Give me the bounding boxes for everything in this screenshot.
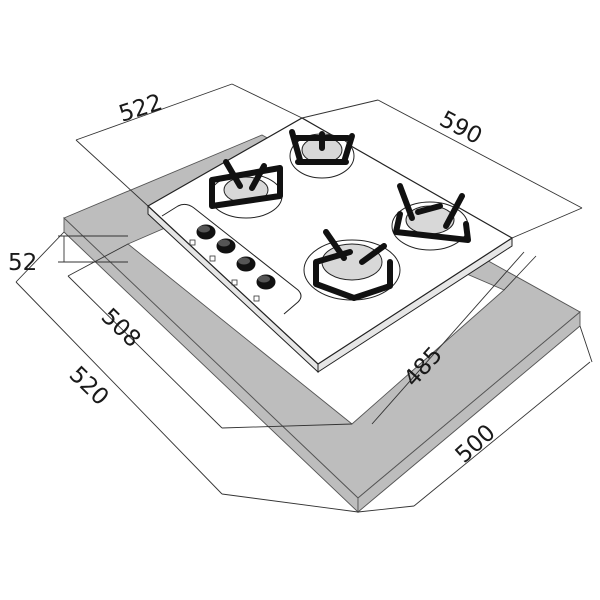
countertop bbox=[63, 134, 581, 514]
knob-4 bbox=[253, 274, 276, 302]
knob-1 bbox=[189, 224, 216, 246]
burner-front-left bbox=[209, 159, 283, 219]
control-panel-outline bbox=[161, 203, 302, 315]
knob-2 bbox=[209, 238, 236, 262]
knob-3 bbox=[231, 256, 256, 286]
dimension-lines bbox=[15, 83, 593, 513]
burner-rear-left bbox=[289, 129, 355, 179]
dim-label-52: 52 bbox=[8, 250, 37, 276]
burner-front-right bbox=[303, 229, 401, 301]
dim-label-520: 520 bbox=[64, 362, 114, 411]
control-knobs bbox=[189, 224, 276, 302]
burner-rear-right bbox=[391, 183, 471, 251]
dim-label-522: 522 bbox=[116, 89, 166, 127]
